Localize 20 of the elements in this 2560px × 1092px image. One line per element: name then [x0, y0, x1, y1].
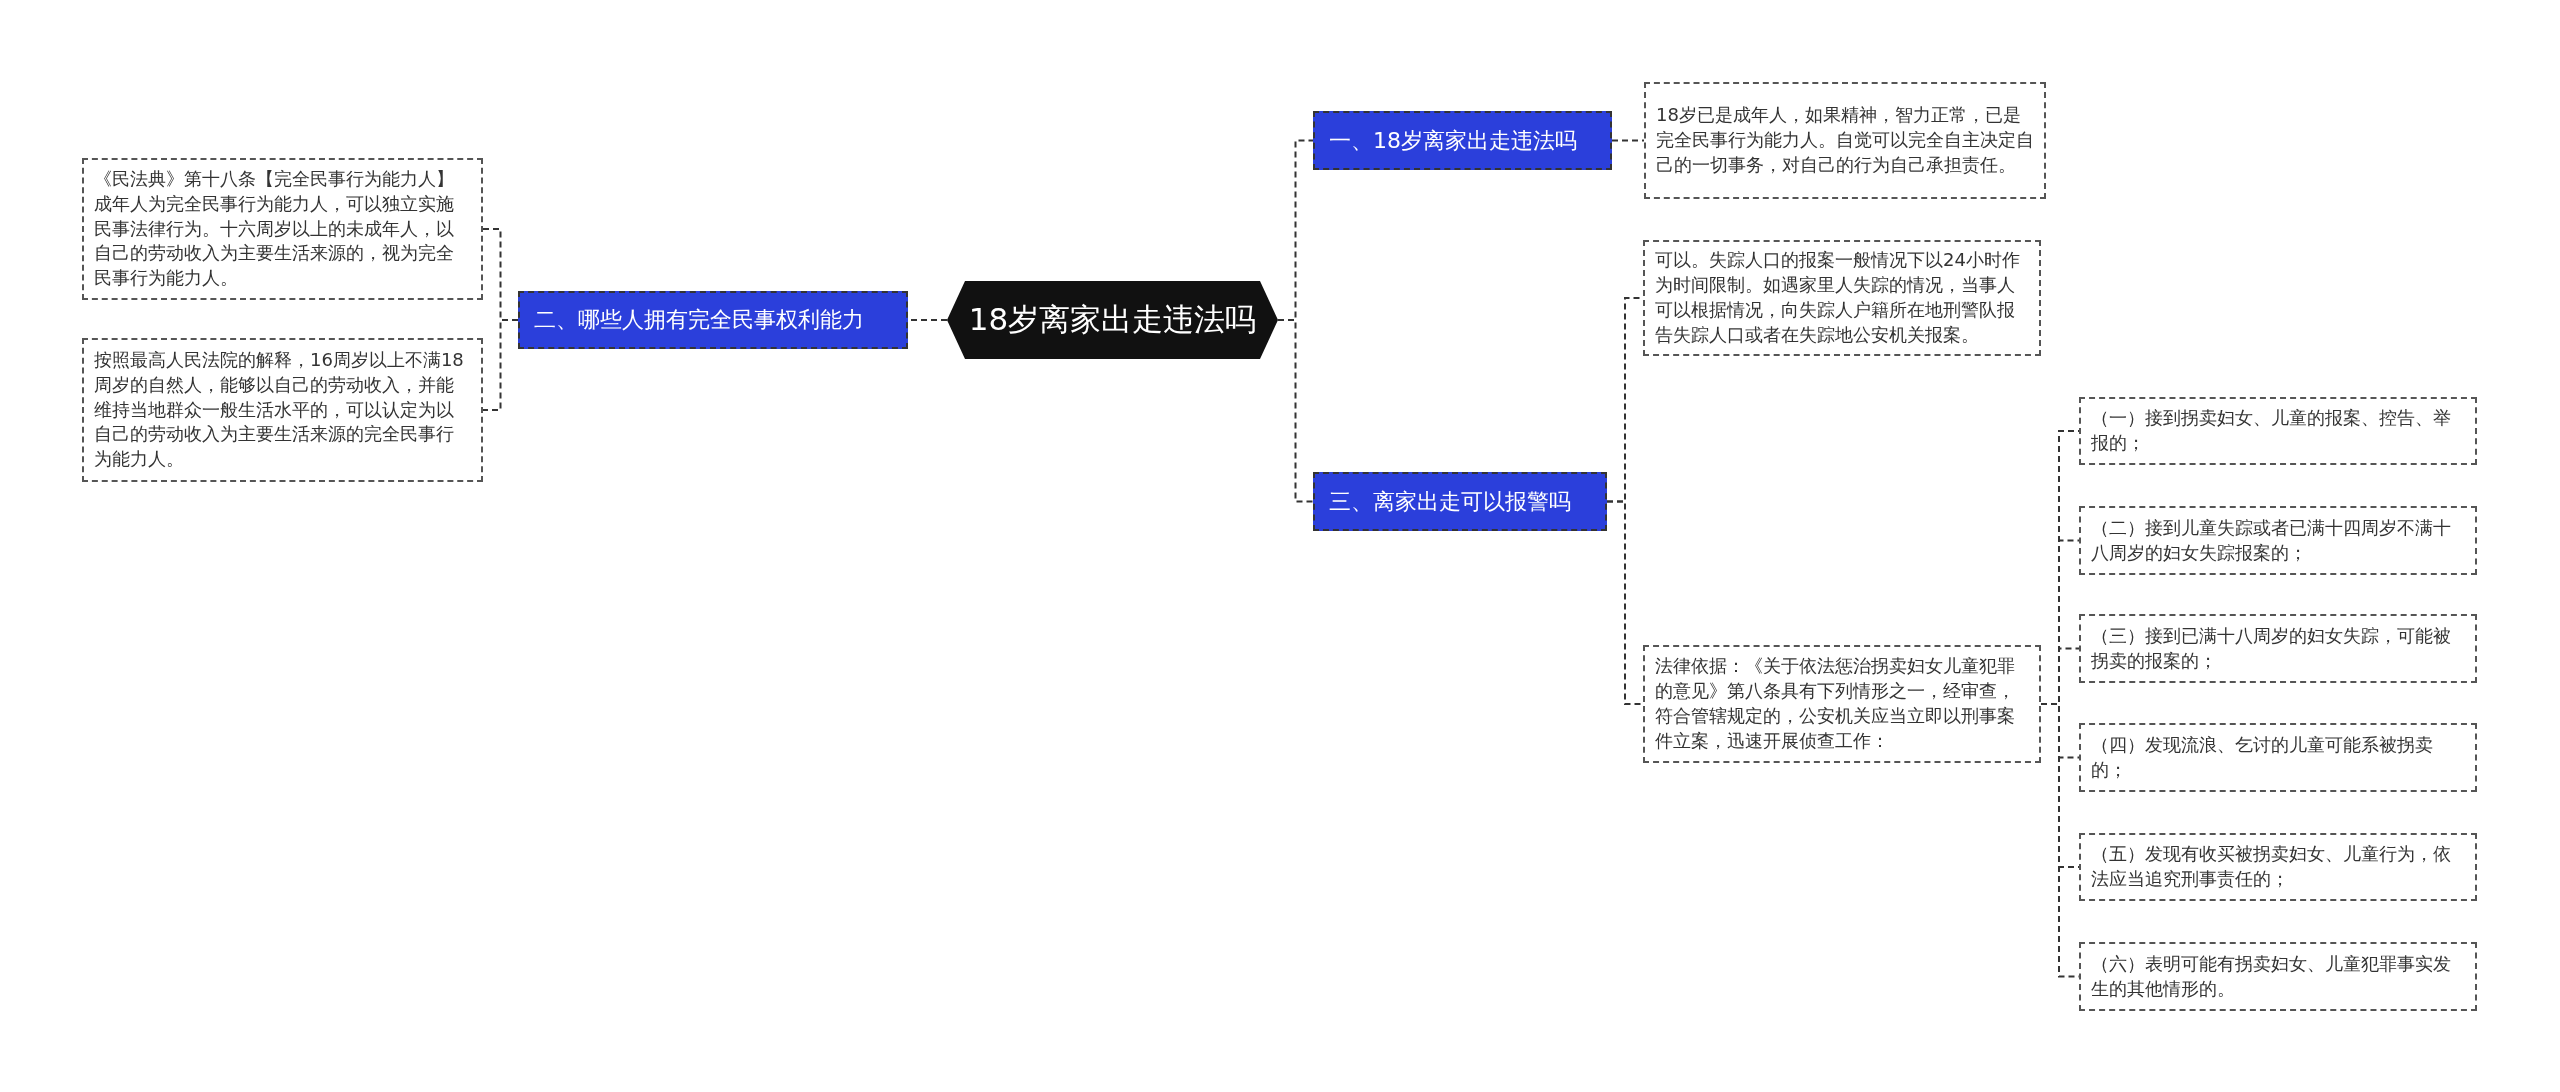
note-box: （六）表明可能有拐卖妇女、儿童犯罪事实发生的其他情形的。: [2079, 942, 2477, 1011]
topic-box: 二、哪些人拥有完全民事权利能力: [518, 291, 908, 349]
connector-line: [482, 319, 519, 411]
note-box: （三）接到已满十八周岁的妇女失踪，可能被拐卖的报案的；: [2079, 614, 2477, 683]
topic-box: 一、18岁离家出走违法吗: [1313, 111, 1612, 170]
topic-title: 18岁离家出走违法吗: [968, 300, 1257, 339]
note-box: （二）接到儿童失踪或者已满十四周岁不满十八周岁的妇女失踪报案的；: [2079, 506, 2477, 575]
note-box: 18岁已是成年人，如果精神，智力正常，已是完全民事行为能力人。自觉可以完全自主决定自己的一切事务，对自己的行为自己承担责任。: [1644, 82, 2046, 199]
central-topic-hexagon: [947, 281, 1278, 359]
note-box: 《民法典》第十八条【完全民事行为能力人】成年人为完全民事行为能力人，可以独立实施民事法律行为。十六周岁以上的未成年人，以自己的劳动收入为主要生活来源的，视为完全民事行为能力人。: [82, 158, 483, 300]
connector-line: [1606, 500, 1644, 705]
note-box: 可以。失踪人口的报案一般情况下以24小时作为时间限制。如遇家里人失踪的情况，当事人可以根据情况，向失踪人户籍所在地刑警队报告失踪人口或者在失踪地公安机关报案。: [1643, 240, 2041, 356]
connector-line: [1277, 319, 1314, 503]
note-box: 按照最高人民法院的解释，16周岁以上不满18周岁的自然人，能够以自己的劳动收入，并能维持当地群众一般生活水平的，可以认定为以自己的劳动收入为主要生活来源的完全民事行为能力人。: [82, 338, 483, 482]
note-box: （一）接到拐卖妇女、儿童的报案、控告、举报的；: [2079, 397, 2477, 465]
topic-box: 三、离家出走可以报警吗: [1313, 472, 1607, 531]
note-box: 法律依据：《关于依法惩治拐卖妇女儿童犯罪的意见》第八条具有下列情形之一，经审查，符合管辖规定的，公安机关应当立即以刑事案件立案，迅速开展侦查工作：: [1643, 645, 2041, 763]
note-box: （五）发现有收买被拐卖妇女、儿童行为，依法应当追究刑事责任的；: [2079, 833, 2477, 901]
note-box: （四）发现流浪、乞讨的儿童可能系被拐卖的；: [2079, 723, 2477, 792]
connector-line: [1611, 139, 1645, 142]
